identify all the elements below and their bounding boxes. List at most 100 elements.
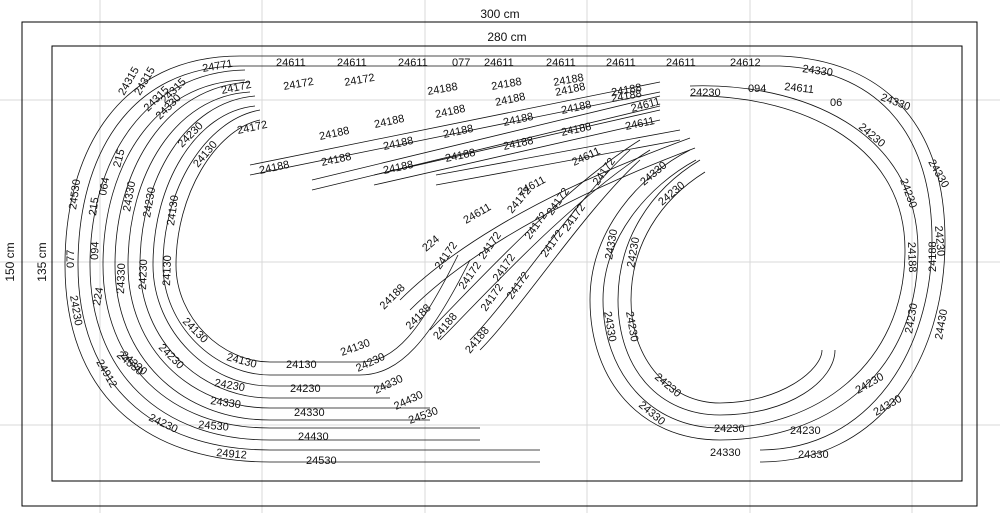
piece-label: 24230 <box>690 87 721 99</box>
piece-label: 24330 <box>710 447 741 459</box>
piece-label: 24611 <box>624 115 656 133</box>
piece-label: 24188 <box>905 242 918 273</box>
piece-label: 24188 <box>318 125 350 143</box>
piece-label: 24611 <box>570 145 602 168</box>
piece-label: 24230 <box>147 412 180 436</box>
piece-label: 215 <box>111 148 127 169</box>
piece-label: 24188 <box>552 72 584 89</box>
piece-label: 24130 <box>161 255 174 286</box>
piece-label: 24330 <box>802 63 834 79</box>
piece-label: 24611 <box>276 57 306 69</box>
track-rails <box>64 55 946 463</box>
piece-label: 24430 <box>392 389 425 413</box>
piece-label: 24230 <box>856 121 887 150</box>
piece-label: 24611 <box>666 57 696 69</box>
piece-label: 24188 <box>431 311 460 342</box>
outer-board-frame <box>21 21 978 507</box>
outer-width-label: 300 cm <box>480 7 519 21</box>
piece-label: 224 <box>420 233 442 254</box>
piece-label: 24172 <box>343 72 375 89</box>
piece-label: 24172 <box>236 119 268 137</box>
piece-label: 24188 <box>610 82 642 99</box>
piece-label: 24188 <box>444 147 476 165</box>
piece-label: 24330 <box>925 158 951 190</box>
piece-label: 24188 <box>490 76 522 93</box>
piece-label: 24611 <box>546 57 576 69</box>
piece-label: 064 <box>97 176 112 196</box>
piece-label: 24230 <box>141 186 158 218</box>
piece-label: 24530 <box>306 455 337 467</box>
piece-label: 24330 <box>603 228 620 260</box>
piece-label: 24172 <box>282 76 314 93</box>
piece-label: 24771 <box>201 58 233 75</box>
piece-label: 24230 <box>652 371 683 400</box>
piece-label: 24188 <box>426 81 458 98</box>
piece-label: 24611 <box>784 81 815 96</box>
piece-label: 24172 <box>457 260 484 292</box>
piece-label: 24172 <box>479 282 506 314</box>
piece-label: 24188 <box>494 91 526 109</box>
piece-label: 094 <box>89 241 102 260</box>
piece-label: 24172 <box>539 228 566 260</box>
piece-label: 24130 <box>165 194 181 226</box>
piece-label: 24330 <box>121 180 138 212</box>
piece-label: 077 <box>65 250 77 268</box>
piece-label: 24330 <box>294 407 325 419</box>
piece-label: 094 <box>748 83 766 95</box>
piece-label: 24172 <box>545 186 572 218</box>
piece-label: 24130 <box>339 337 372 359</box>
piece-label: 24530 <box>198 419 230 434</box>
piece-label: 24611 <box>337 57 367 69</box>
piece-label: 24230 <box>714 423 745 435</box>
piece-label: 24230 <box>854 371 886 397</box>
piece-label: 06 <box>830 97 842 109</box>
piece-label: 24188 <box>502 135 534 153</box>
piece-label: 24188 <box>442 123 474 141</box>
piece-label: 24230 <box>623 310 640 342</box>
piece-label: 24230 <box>67 294 84 326</box>
piece-label: 24330 <box>798 449 829 461</box>
piece-label: 24330 <box>115 263 128 294</box>
piece-label: 24230 <box>903 302 920 334</box>
piece-label: 24188 <box>610 88 642 105</box>
piece-label: 24188 <box>404 302 434 332</box>
piece-label: 24330 <box>872 393 904 419</box>
piece-label: 24188 <box>320 151 352 169</box>
piece-label: 24330 <box>879 92 912 114</box>
piece-label: 24172 <box>561 202 588 234</box>
piece-label: 24130 <box>286 359 317 371</box>
inner-width-label: 280 cm <box>487 30 526 44</box>
piece-label: 215 <box>87 197 101 217</box>
piece-label: 24530 <box>67 178 83 210</box>
piece-label: 24172 <box>505 270 532 302</box>
piece-label: 24130 <box>225 351 258 371</box>
piece-label: 24611 <box>484 57 514 69</box>
piece-label: 077 <box>452 57 470 69</box>
piece-label: 24230 <box>625 236 642 268</box>
piece-label: 24912 <box>216 447 248 462</box>
piece-label: 24330 <box>601 310 618 342</box>
piece-label: 24230 <box>213 377 245 394</box>
piece-label: 24430 <box>933 308 950 340</box>
piece-label: 24188 <box>258 159 290 177</box>
piece-label: 24230 <box>290 383 321 395</box>
outer-height-label: 150 cm <box>3 242 17 281</box>
inner-height-label: 135 cm <box>35 242 49 281</box>
piece-label: 24172 <box>477 230 504 262</box>
piece-label: 24172 <box>491 252 518 284</box>
piece-label: 24230 <box>932 225 947 257</box>
piece-label: 24430 <box>298 431 329 443</box>
piece-label: 24188 <box>463 325 492 356</box>
piece-label: 24230 <box>897 177 919 210</box>
piece-label: 24188 <box>502 111 534 129</box>
piece-label: 24188 <box>434 103 466 121</box>
piece-label: 24612 <box>730 57 761 69</box>
piece-label: 24188 <box>927 241 939 272</box>
inner-board-frame <box>51 45 963 482</box>
piece-label: 24611 <box>606 57 636 69</box>
piece-label: 24330 <box>210 395 242 411</box>
piece-label: 24611 <box>398 57 428 69</box>
piece-label: 24230 <box>176 120 206 150</box>
